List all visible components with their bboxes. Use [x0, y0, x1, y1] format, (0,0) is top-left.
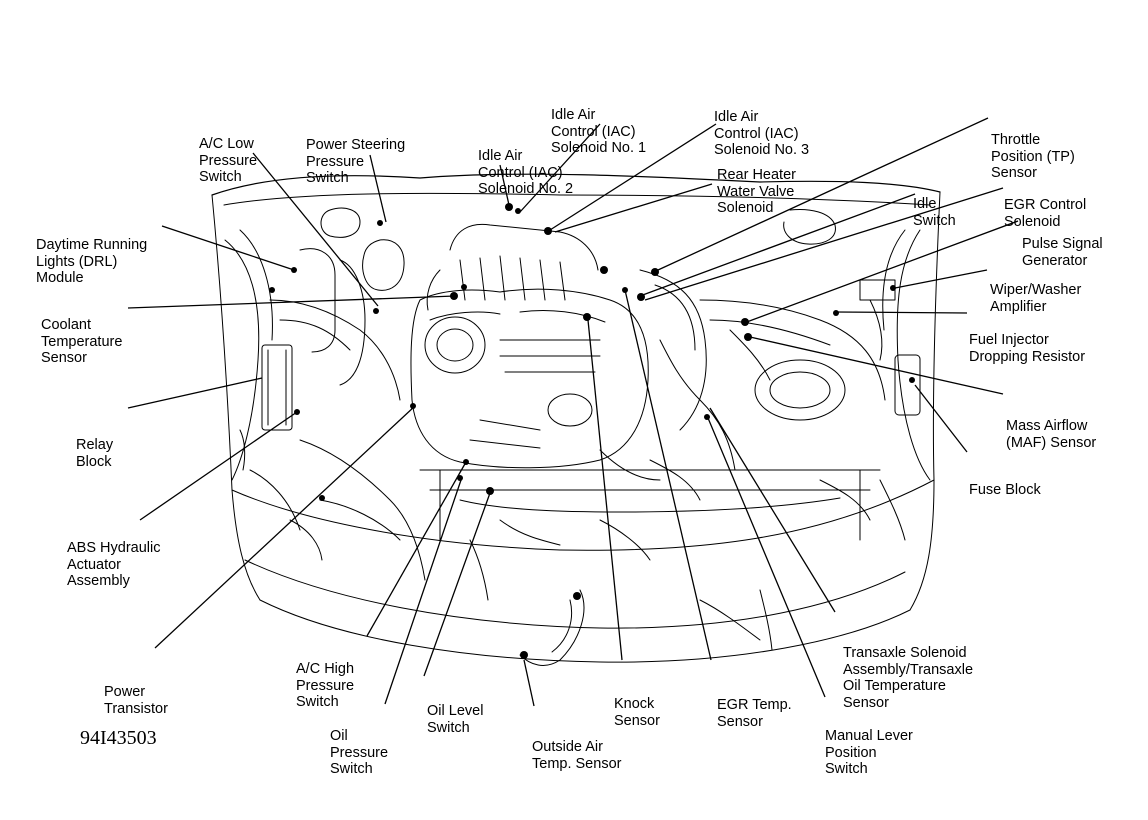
- figure-reference-code: 94I43503: [80, 727, 157, 749]
- label-fuse-block: Fuse Block: [969, 482, 1041, 498]
- label-mass-airflow-sensor: Mass Airflow(MAF) Sensor: [1006, 418, 1097, 451]
- label-egr-temp-sensor: EGR Temp.Sensor: [717, 697, 792, 730]
